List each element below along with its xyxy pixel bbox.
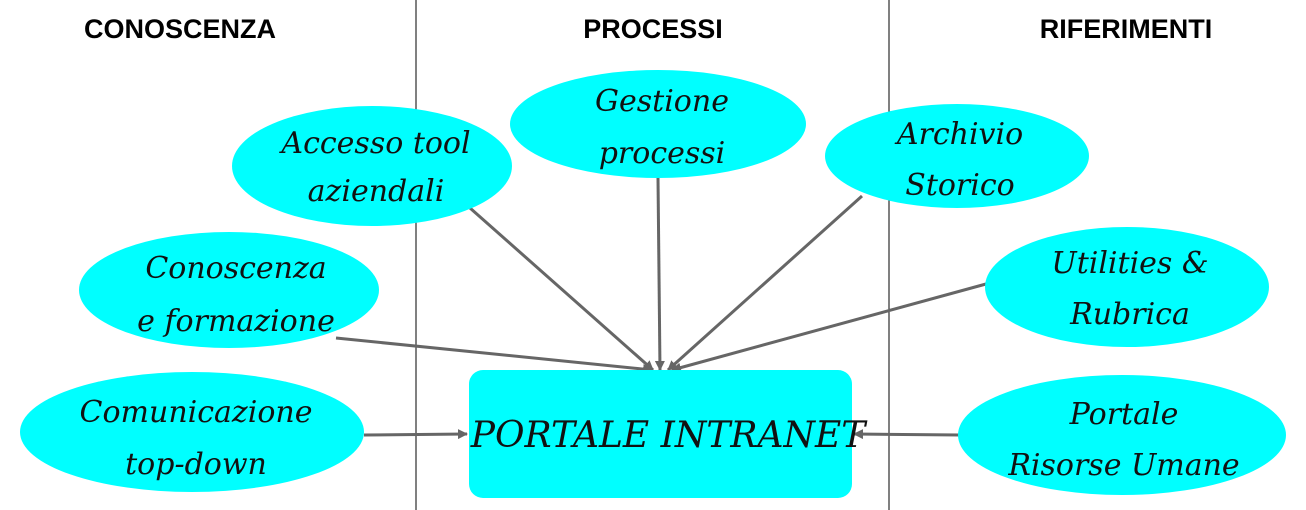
node-accesso-tool-aziendali: Accesso tool aziendali <box>232 106 512 226</box>
arrow-accesso <box>469 206 654 372</box>
arrow-gestione <box>654 177 665 371</box>
node-archivio-line1: Archivio <box>894 117 1023 152</box>
column-header-riferimenti: RIFERIMENTI <box>1040 14 1213 44</box>
arrow-archivio <box>666 194 864 372</box>
portale-intranet-label: PORTALE INTRANET <box>470 415 868 456</box>
arrows <box>335 177 987 440</box>
arrow-comunicazione <box>363 429 468 440</box>
arrow-risorse <box>853 429 961 440</box>
node-gestione-line2: processi <box>599 136 726 171</box>
node-risorse-line1: Portale <box>1069 397 1179 432</box>
node-conoscenza-line2: e formazione <box>137 304 335 339</box>
node-comunicazione-line1: Comunicazione <box>80 395 313 430</box>
column-header-processi: PROCESSI <box>583 14 723 44</box>
node-comunicazione-top-down: Comunicazione top-down <box>20 372 364 492</box>
arrow-utilities <box>671 282 987 373</box>
node-utilities-line2: Rubrica <box>1069 297 1190 332</box>
node-gestione-processi: Gestione processi <box>510 70 806 178</box>
node-portale-risorse-umane: Portale Risorse Umane <box>958 375 1286 495</box>
node-archivio-storico: Archivio Storico <box>825 104 1089 208</box>
node-accesso-line1: Accesso tool <box>278 126 470 161</box>
node-conoscenza-formazione: Conoscenza e formazione <box>79 232 379 348</box>
node-accesso-line2: aziendali <box>308 174 445 209</box>
arrow-conoscenza <box>335 336 653 375</box>
node-comunicazione-line2: top-down <box>125 447 267 482</box>
node-utilities-rubrica: Utilities & Rubrica <box>985 227 1269 347</box>
column-header-conoscenza: CONOSCENZA <box>84 14 276 44</box>
portale-intranet-box <box>469 370 852 498</box>
node-archivio-line2: Storico <box>905 168 1014 203</box>
node-gestione-line1: Gestione <box>595 84 729 119</box>
node-risorse-line2: Risorse Umane <box>1007 448 1239 483</box>
node-conoscenza-line1: Conoscenza <box>145 251 326 286</box>
node-utilities-line1: Utilities & <box>1051 246 1208 281</box>
